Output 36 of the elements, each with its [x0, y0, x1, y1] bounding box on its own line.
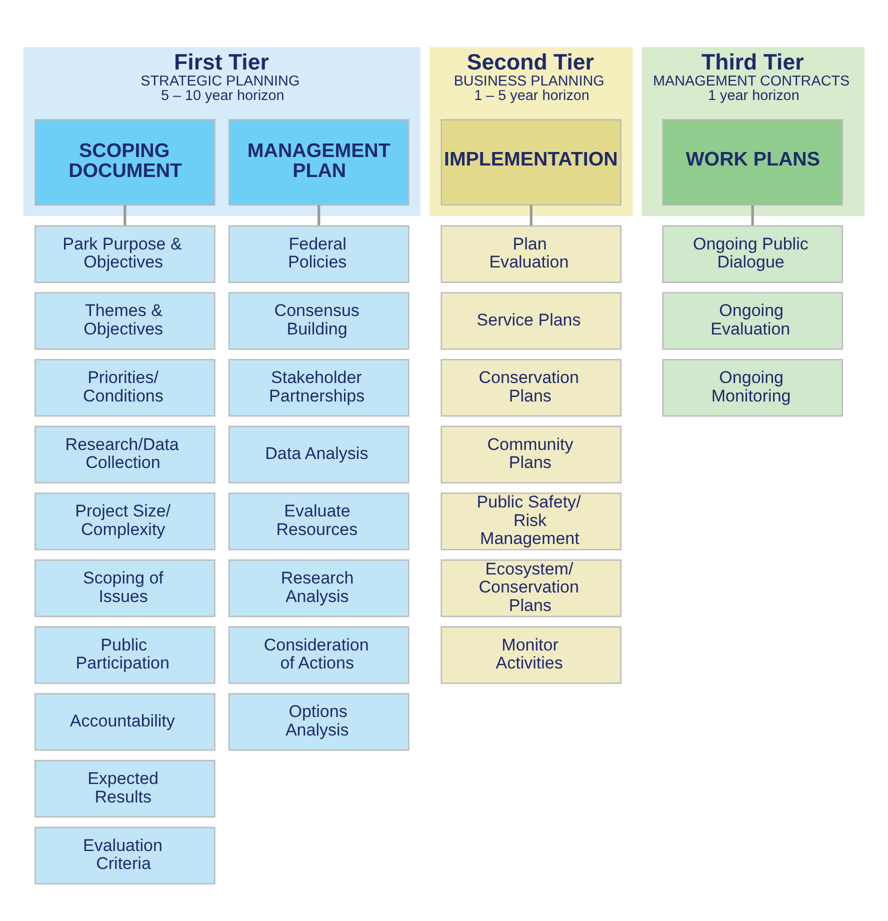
node-box: Project Size/ Complexity — [34, 492, 216, 550]
connector — [124, 205, 126, 226]
node-box: Ongoing Public Dialogue — [662, 225, 844, 283]
node-box: Evaluation Criteria — [34, 826, 216, 884]
node-box: Public Participation — [34, 626, 216, 684]
node-box: Service Plans — [440, 292, 622, 350]
node-box: MANAGEMENT PLAN — [228, 119, 410, 206]
node-box: Monitor Activities — [440, 626, 622, 684]
node-box: WORK PLANS — [662, 119, 844, 206]
node-box: Stakeholder Partnerships — [228, 358, 410, 417]
node-box: Research Analysis — [228, 559, 410, 618]
node-box: IMPLEMENTATION — [440, 119, 622, 206]
node-box: Ecosystem/ Conservation Plans — [440, 559, 622, 618]
node-box: Park Purpose & Objectives — [34, 225, 216, 283]
node-box: Public Safety/ Risk Management — [440, 492, 622, 550]
node-box: Evaluate Resources — [228, 492, 410, 550]
connector — [318, 205, 320, 226]
node-box: Plan Evaluation — [440, 225, 622, 283]
node-box: Ongoing Evaluation — [662, 292, 844, 350]
node-box: Options Analysis — [228, 693, 410, 751]
node-box: SCOPING DOCUMENT — [34, 119, 216, 206]
node-box: Scoping of Issues — [34, 559, 216, 618]
node-box: Accountability — [34, 693, 216, 751]
node-box: Consideration of Actions — [228, 626, 410, 684]
node-box: Ongoing Monitoring — [662, 358, 844, 417]
node-box: Themes & Objectives — [34, 292, 216, 350]
node-box: Community Plans — [440, 426, 622, 484]
connector — [751, 205, 754, 226]
node-box: Priorities/ Conditions — [34, 358, 216, 417]
node-box: Conservation Plans — [440, 358, 622, 417]
node-box: Federal Policies — [228, 225, 410, 283]
node-box: Expected Results — [34, 760, 216, 818]
node-box: Research/Data Collection — [34, 426, 216, 484]
connector — [530, 205, 532, 226]
node-box: Data Analysis — [228, 426, 410, 484]
node-box: Consensus Building — [228, 292, 410, 350]
